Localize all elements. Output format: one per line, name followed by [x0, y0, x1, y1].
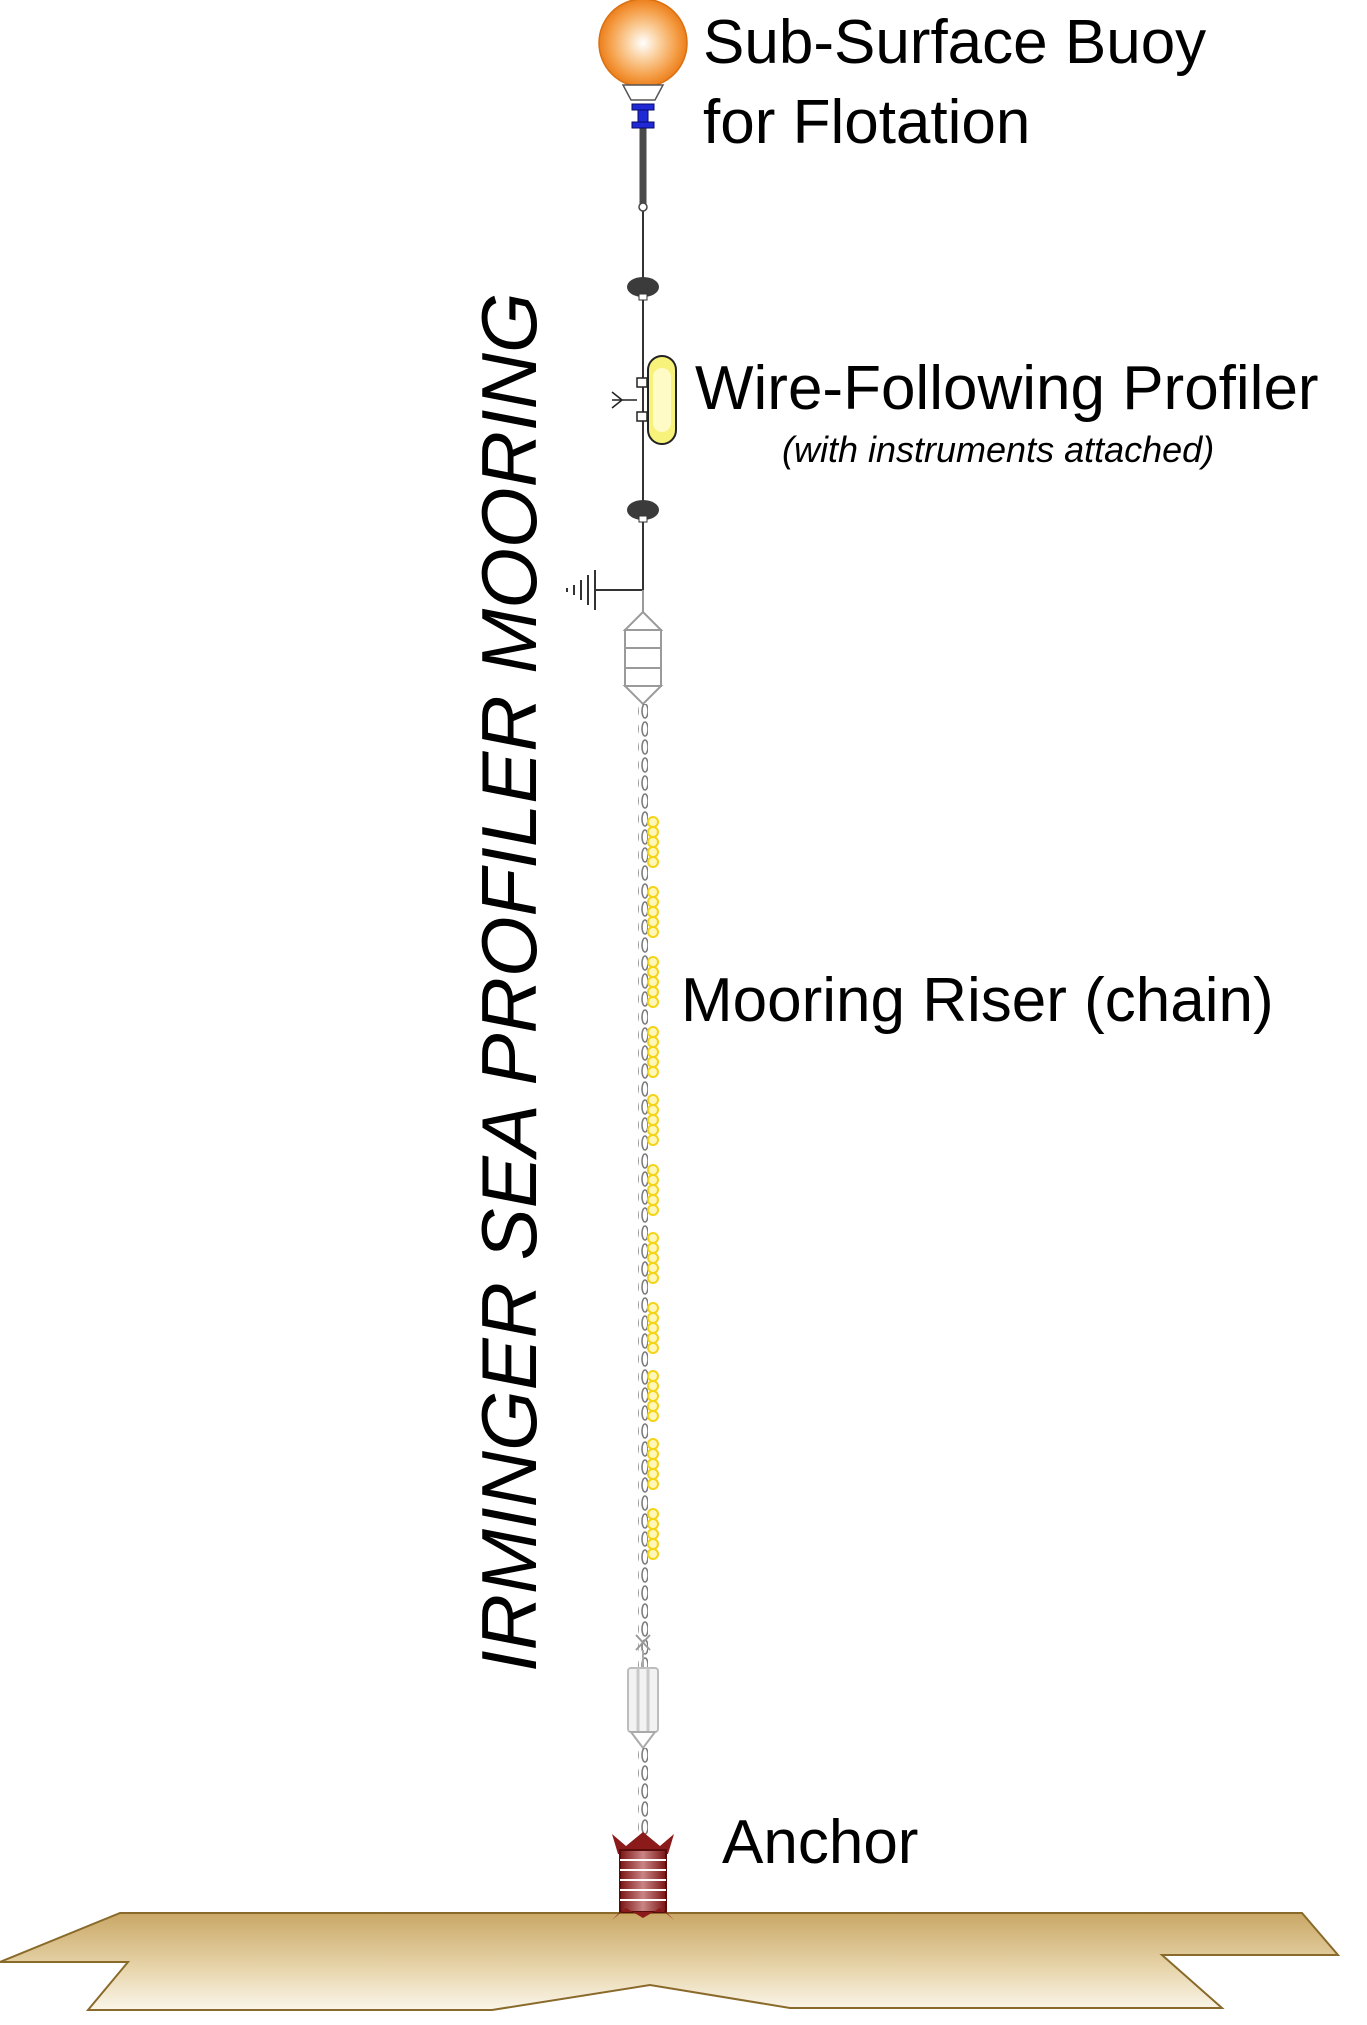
glass-float-icon	[647, 816, 659, 828]
glass-float-icon	[647, 1438, 659, 1450]
glass-float-icon	[647, 926, 659, 938]
glass-float-icon	[647, 1538, 659, 1550]
buoy-label-line1: Sub-Surface Buoy	[703, 8, 1207, 77]
seafloor	[0, 1912, 1341, 2011]
glass-float-icon	[647, 1056, 659, 1068]
glass-float-icon	[647, 1066, 659, 1078]
glass-float-icon	[647, 1548, 659, 1560]
glass-float-icon	[647, 1468, 659, 1480]
upper-mooring-wire	[638, 118, 648, 590]
profiler-label: Wire-Following Profiler	[695, 354, 1319, 423]
glass-float-icon	[647, 1194, 659, 1206]
glass-float-icon	[647, 1104, 659, 1116]
glass-float-icon	[647, 1164, 659, 1176]
glass-float-icon	[647, 856, 659, 868]
swivel	[631, 103, 655, 129]
riser-label: Mooring Riser (chain)	[681, 966, 1274, 1035]
glass-float-icon	[647, 1026, 659, 1038]
glass-float-icon	[647, 886, 659, 898]
glass-float-icon	[647, 976, 659, 988]
glass-float-icon	[647, 1322, 659, 1334]
glass-float-icon	[647, 1134, 659, 1146]
wire-following-profiler	[611, 355, 677, 445]
glass-float-icon	[647, 1204, 659, 1216]
diagram-title: IRMINGER SEA PROFILER MOORING	[465, 292, 553, 1672]
glass-float-icon	[647, 1380, 659, 1392]
bumper-upper	[627, 277, 659, 301]
glass-float-icon	[647, 1458, 659, 1470]
glass-float-icon	[647, 826, 659, 838]
glass-float-icon	[647, 966, 659, 978]
glass-float-icon	[647, 1448, 659, 1460]
mooring-riser-chain	[638, 704, 648, 1668]
glass-float-icon	[647, 1410, 659, 1422]
anchor	[612, 1832, 674, 1920]
buoy-label-line2: for Flotation	[703, 88, 1031, 157]
glass-float-icon	[647, 836, 659, 848]
glass-float-icon	[647, 1272, 659, 1284]
lower-instrument	[627, 1634, 659, 1836]
profiler-note: (with instruments attached)	[782, 429, 1215, 470]
glass-float-icon	[647, 1400, 659, 1412]
glass-float-icon	[647, 1370, 659, 1382]
ground-sensor-icon	[566, 570, 643, 610]
glass-float-icon	[647, 1094, 659, 1106]
anchor-label: Anchor	[722, 1808, 919, 1877]
sub-surface-buoy	[598, 0, 688, 101]
glass-float-icon	[647, 916, 659, 928]
glass-float-icon	[647, 1518, 659, 1530]
glass-float-icon	[647, 1528, 659, 1540]
glass-float-icon	[647, 896, 659, 908]
glass-float-icon	[647, 1184, 659, 1196]
glass-float-icon	[647, 1312, 659, 1324]
bumper-lower	[627, 500, 659, 523]
glass-float-icon	[647, 986, 659, 998]
glass-float-icon	[647, 1124, 659, 1136]
glass-float-icon	[647, 846, 659, 858]
glass-float-icon	[647, 1508, 659, 1520]
glass-float-icon	[647, 1262, 659, 1274]
glass-float-icon	[647, 1252, 659, 1264]
glass-float-icon	[647, 1036, 659, 1048]
glass-float-icon	[647, 906, 659, 918]
glass-float-icon	[647, 1342, 659, 1354]
glass-float-icon	[647, 1232, 659, 1244]
glass-float-icon	[647, 1114, 659, 1126]
glass-float-icon	[647, 1332, 659, 1344]
glass-float-icon	[647, 956, 659, 968]
glass-float-icon	[647, 1174, 659, 1186]
glass-float-icon	[647, 1302, 659, 1314]
glass-flotation-floats	[647, 816, 659, 1560]
acoustic-release	[622, 590, 664, 706]
glass-float-icon	[647, 996, 659, 1008]
glass-float-icon	[647, 1046, 659, 1058]
glass-float-icon	[647, 1478, 659, 1490]
glass-float-icon	[647, 1242, 659, 1254]
glass-float-icon	[647, 1390, 659, 1402]
